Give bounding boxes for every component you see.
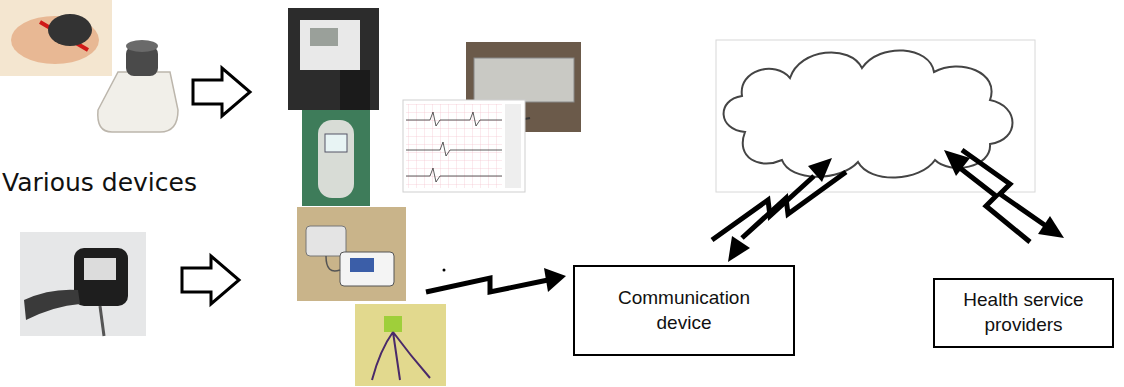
pendant — [384, 316, 402, 332]
device-body — [318, 120, 354, 198]
device-body — [300, 20, 360, 70]
arrow-head — [808, 158, 832, 182]
cuff — [306, 226, 346, 256]
process-box: Communication device — [573, 265, 795, 356]
box-label: Health service providers — [949, 288, 1099, 337]
box-label: Communication device — [609, 286, 759, 335]
device-dome — [48, 14, 92, 46]
arrow-head — [544, 268, 566, 292]
device-screen — [84, 258, 116, 280]
hollow-arrow — [182, 256, 239, 304]
arrow-head — [944, 150, 970, 176]
zigzag-arrow — [742, 172, 846, 238]
sleeve — [24, 290, 80, 320]
caption-label: Various devices — [2, 168, 197, 197]
screen-ground — [403, 100, 525, 192]
ecg-grid — [406, 104, 502, 188]
handheld-photo — [20, 232, 146, 336]
knob-top — [126, 40, 158, 52]
arrow-head — [1038, 216, 1064, 238]
pendant-photo — [355, 304, 446, 386]
process-box: Health service providers — [933, 278, 1114, 348]
zigzag-arrow — [962, 150, 1046, 226]
hand — [340, 70, 370, 110]
dot — [443, 269, 446, 272]
device-screen — [310, 28, 338, 46]
blood-pressure-photo — [297, 207, 406, 301]
hand-photo — [0, 0, 112, 76]
cable — [100, 306, 104, 336]
photo-ground — [355, 304, 446, 386]
cloud-outline — [724, 50, 1013, 177]
device-base — [98, 72, 178, 132]
scanner-device — [98, 40, 178, 132]
green-device-photo — [302, 110, 370, 206]
device-body — [74, 248, 128, 306]
zigzag-arrow — [960, 168, 1030, 242]
photo-ground — [0, 0, 112, 76]
ecg-trace — [406, 112, 502, 182]
photo-ground — [288, 8, 379, 110]
equipment-box — [474, 58, 574, 102]
hollow-arrow — [193, 68, 250, 116]
side-panel — [505, 104, 521, 188]
monitor-screen — [350, 258, 374, 272]
portable-device-photo — [288, 8, 379, 110]
device-screen — [325, 134, 347, 152]
tube — [326, 256, 340, 271]
photo-ground — [302, 110, 370, 206]
monitor — [340, 252, 394, 286]
zigzag-arrow — [426, 278, 548, 292]
photo-ground — [20, 232, 146, 336]
ecg-screen — [403, 100, 525, 192]
arrow-head — [728, 236, 750, 262]
photo-ground — [297, 207, 406, 301]
cord — [372, 332, 430, 380]
